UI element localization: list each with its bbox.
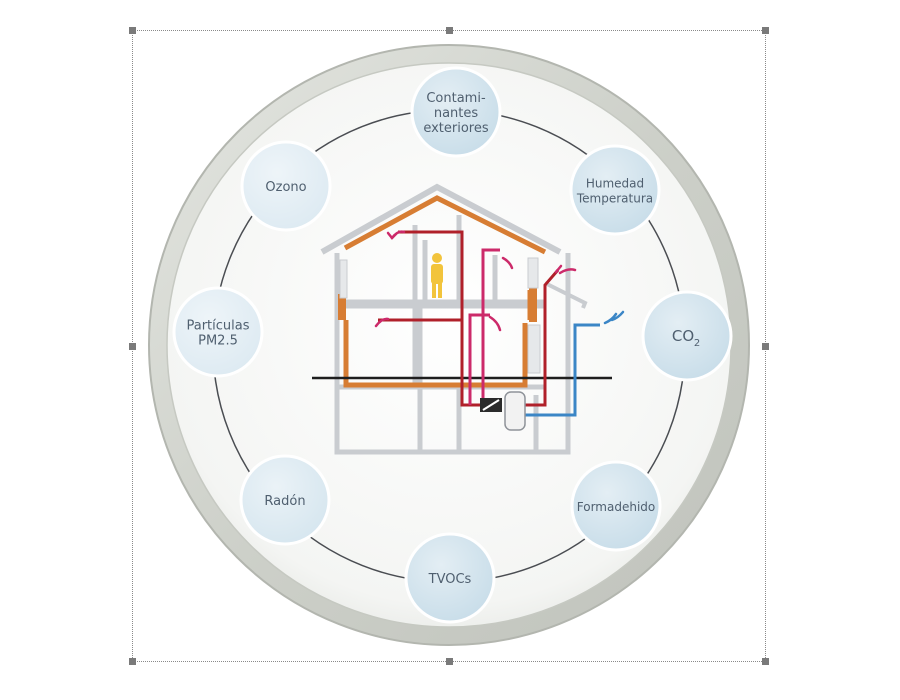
node-label: Partículas [186,319,249,334]
node-label: Radón [264,494,305,509]
person-icon [431,253,443,298]
node-label: TVOCs [428,572,472,587]
house-outline [334,253,571,455]
node-label: PM2.5 [198,334,238,349]
resize-handle-bottom[interactable] [446,658,453,665]
resize-handle-top-right[interactable] [762,27,769,34]
node-formaldehido: Formadehido [570,460,662,552]
selection-frame[interactable] [129,27,769,665]
node-label: Temperatura [576,192,653,206]
node-label: nantes [434,106,479,121]
house-illustration [312,183,625,455]
water-heater-icon [504,391,526,431]
resize-handle-left[interactable] [129,343,136,350]
node-tvocs: TVOCs [404,532,496,624]
roof-insulation [343,195,547,255]
node-label: Formadehido [577,500,655,514]
roof [320,183,562,255]
node-label: Humedad [586,177,644,191]
node-radon: Radón [239,454,331,546]
node-label: Ozono [265,180,306,195]
resize-handle-top-left[interactable] [129,27,136,34]
fresh-air-duct [520,323,600,417]
resize-handle-bottom-left[interactable] [129,658,136,665]
node-label-subscript: 2 [694,338,700,349]
node-ozono: Ozono [240,140,332,232]
resize-handle-bottom-right[interactable] [762,658,769,665]
pollutant-nodes: Contami-nantesexterioresHumedadTemperatu… [172,66,733,624]
node-label: exteriores [423,121,489,136]
resize-handle-top[interactable] [446,27,453,34]
resize-handle-right[interactable] [762,343,769,350]
node-label: Contami- [426,91,486,106]
node-label: CO [672,327,694,345]
